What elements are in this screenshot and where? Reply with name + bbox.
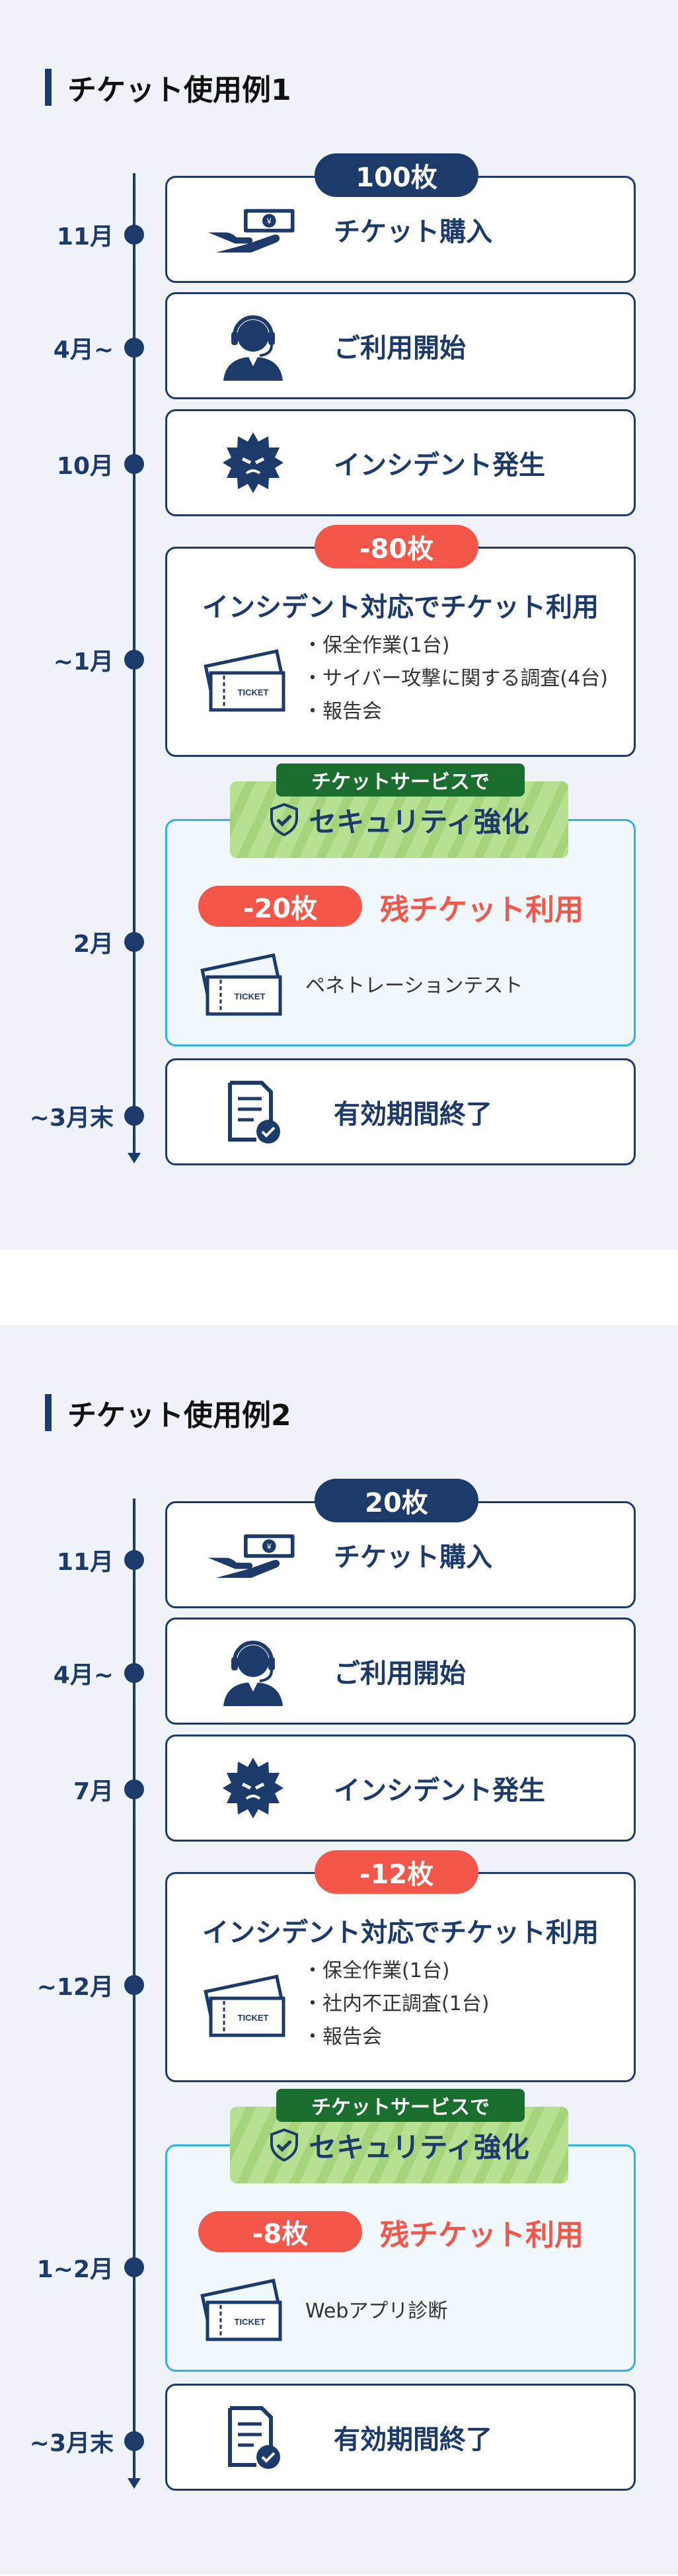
- timeline-dot: [124, 225, 144, 245]
- list-item: 報告会: [303, 695, 608, 728]
- incident-usage-card: インシデント対応でチケット利用 TICKET 保全作業(1台) 社内不正調査(1…: [165, 1872, 636, 2082]
- month-label: 2月: [73, 931, 114, 958]
- svg-text:¥: ¥: [266, 1542, 272, 1551]
- timeline-dot: [124, 650, 144, 670]
- ticket-used-badge: -8枚: [198, 2211, 362, 2252]
- timeline-dot: [124, 1779, 144, 1799]
- ticket-icon: TICKET: [202, 1973, 287, 2042]
- money-hand-icon: ¥: [207, 178, 299, 281]
- month-label: ~12月: [36, 1974, 114, 2001]
- service-start-card: ご利用開始: [165, 1618, 636, 1725]
- timeline-dot: [124, 1975, 144, 1995]
- purchase-card: ¥ チケット購入: [165, 176, 636, 283]
- usage-items: 保全作業(1台) サイバー攻撃に関する調査(4台) 報告会: [303, 629, 608, 728]
- timeline-dot: [124, 454, 144, 474]
- document-check-icon: [207, 1060, 299, 1163]
- timeline-dot: [124, 2257, 144, 2277]
- month-label: 4月~: [53, 336, 114, 364]
- usage-title: インシデント対応でチケット利用: [202, 592, 599, 623]
- money-hand-icon: ¥: [207, 1503, 299, 1606]
- purchase-label: チケット購入: [334, 217, 492, 247]
- timeline-arrow-icon: [128, 2478, 141, 2489]
- section-title-text: チケット使用例1: [67, 73, 291, 107]
- month-label: ~3月末: [29, 2430, 114, 2457]
- list-item: Webアプリ診断: [305, 2300, 448, 2323]
- incident-usage-card: インシデント対応でチケット利用 TICKET 保全作業(1台) サイバー攻撃に関…: [165, 547, 636, 757]
- list-item: サイバー攻撃に関する調査(4台): [303, 662, 608, 695]
- list-item: 社内不正調査(1台): [303, 1988, 490, 2021]
- ticket-example-2-section: チケット使用例2 11月 4月~ 7月 ~12月 1~2月 ~3月末 ¥ チケッ…: [0, 1325, 678, 2575]
- service-start-card: ご利用開始: [165, 292, 636, 399]
- ticket-text: TICKET: [235, 992, 266, 1001]
- virus-icon: [207, 411, 299, 514]
- period-end-card: 有効期間終了: [165, 1058, 636, 1165]
- timeline-dot: [124, 338, 144, 358]
- ticket-text: TICKET: [235, 2317, 266, 2327]
- title-accent-bar: [45, 69, 52, 106]
- title-accent-bar: [45, 1394, 52, 1431]
- svg-text:¥: ¥: [266, 217, 272, 226]
- incident-label: インシデント発生: [334, 450, 545, 481]
- ticket-example-1-section: チケット使用例1 11月 4月~ 10月 ~1月 2月 ~3月末 ¥ チケット購…: [0, 0, 678, 1249]
- security-banner-text: セキュリティ強化: [309, 805, 529, 838]
- service-start-label: ご利用開始: [334, 333, 466, 364]
- ticket-count-badge: 20枚: [315, 1479, 478, 1522]
- document-check-icon: [207, 2386, 299, 2489]
- security-items: Webアプリ診断: [305, 2294, 447, 2323]
- month-label: 1~2月: [36, 2256, 114, 2283]
- shield-check-icon: [270, 2128, 299, 2162]
- timeline-arrow-icon: [128, 1153, 141, 1163]
- ticket-used-badge: -12枚: [315, 1850, 478, 1894]
- month-label: 11月: [56, 223, 114, 251]
- headset-operator-icon: [207, 294, 299, 397]
- ticket-used-badge: -20枚: [198, 886, 362, 927]
- ticket-text: TICKET: [238, 2013, 269, 2023]
- usage-items: 保全作業(1台) 社内不正調査(1台) 報告会: [303, 1955, 490, 2054]
- section-title: チケット使用例2: [45, 1394, 291, 1432]
- service-start-label: ご利用開始: [334, 1659, 466, 1689]
- section-title: チケット使用例1: [45, 69, 291, 107]
- list-item: ペネトレーションテスト: [305, 974, 523, 997]
- timeline-dot: [124, 2431, 144, 2451]
- ticket-icon: TICKET: [198, 952, 284, 1021]
- timeline-dot: [124, 932, 144, 952]
- period-end-label: 有効期間終了: [334, 2425, 492, 2455]
- shield-check-icon: [270, 802, 299, 837]
- month-label: ~1月: [53, 648, 114, 676]
- security-items: ペネトレーションテスト: [305, 969, 523, 998]
- incident-card: インシデント発生: [165, 409, 636, 516]
- month-label: 11月: [56, 1549, 114, 1576]
- incident-label: インシデント発生: [334, 1776, 545, 1806]
- timeline-dot: [124, 1106, 144, 1126]
- ticket-count-badge: 100枚: [315, 153, 478, 197]
- list-item: 保全作業(1台): [303, 629, 608, 662]
- ticket-icon: TICKET: [198, 2277, 284, 2346]
- usage-title: インシデント対応でチケット利用: [202, 1918, 599, 1948]
- section-title-text: チケット使用例2: [67, 1399, 291, 1432]
- remaining-ticket-label: 残チケット利用: [380, 893, 584, 927]
- security-tag: チケットサービスで: [276, 763, 525, 797]
- month-label: ~3月末: [29, 1105, 114, 1132]
- ticket-text: TICKET: [238, 687, 269, 697]
- remaining-ticket-label: 残チケット利用: [380, 2218, 584, 2252]
- security-banner-text: セキュリティ強化: [309, 2130, 529, 2164]
- headset-operator-icon: [207, 1620, 299, 1723]
- timeline-dot: [124, 1663, 144, 1683]
- ticket-used-badge: -80枚: [315, 525, 478, 568]
- period-end-card: 有効期間終了: [165, 2384, 636, 2491]
- ticket-icon: TICKET: [202, 648, 287, 717]
- month-label: 4月~: [53, 1662, 114, 1689]
- period-end-label: 有効期間終了: [334, 1099, 492, 1130]
- purchase-label: チケット購入: [334, 1542, 492, 1573]
- security-tag: チケットサービスで: [276, 2089, 525, 2122]
- month-label: 10月: [56, 453, 114, 480]
- incident-card: インシデント発生: [165, 1735, 636, 1842]
- virus-icon: [207, 1737, 299, 1840]
- list-item: 報告会: [303, 2021, 490, 2054]
- list-item: 保全作業(1台): [303, 1955, 490, 1988]
- month-label: 7月: [73, 1778, 114, 1805]
- timeline-dot: [124, 1550, 144, 1570]
